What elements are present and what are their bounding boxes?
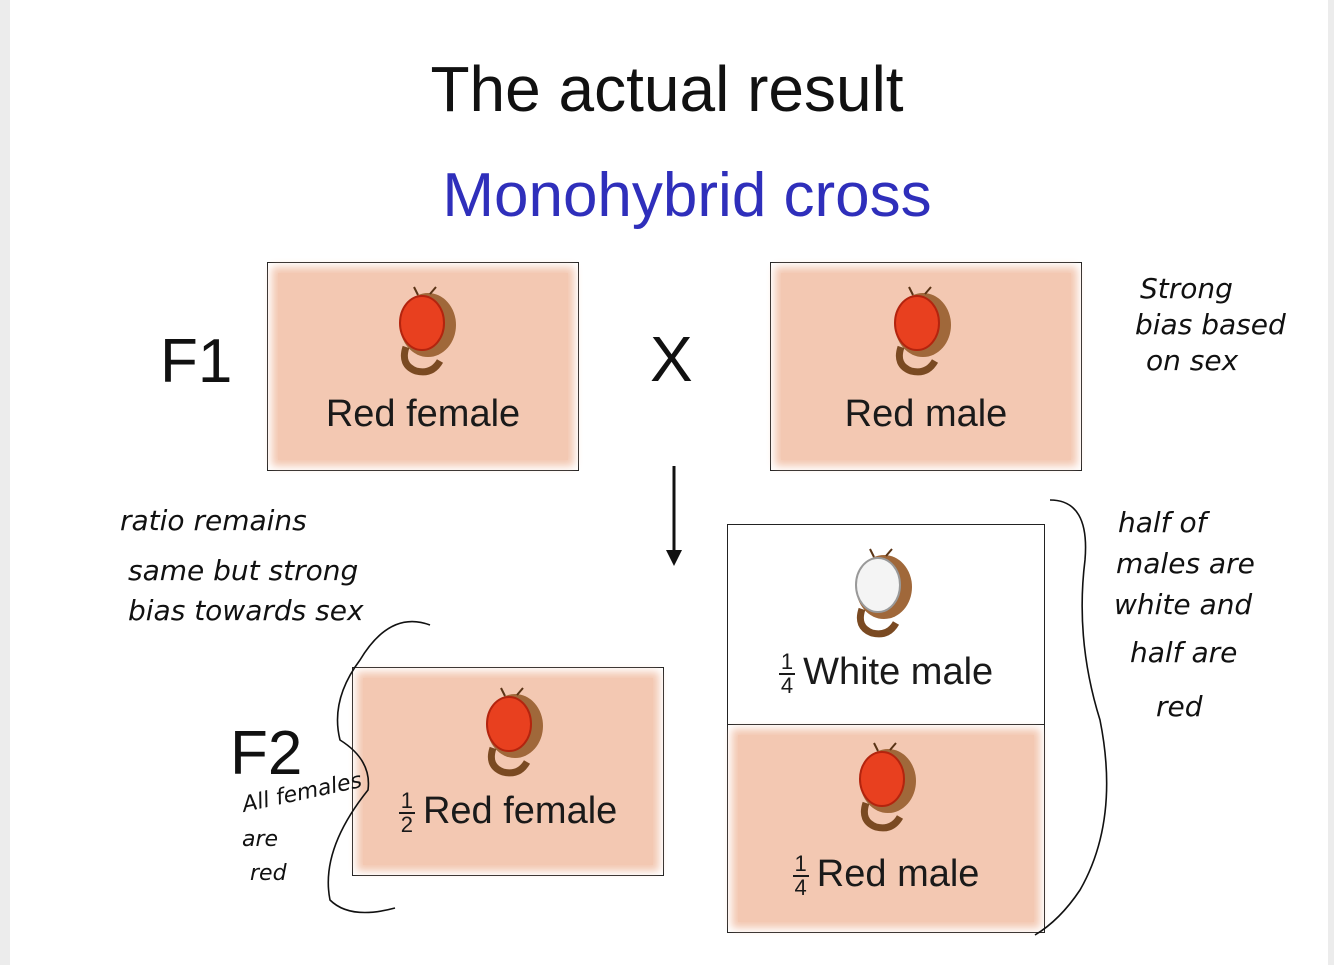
note-right-line: half are bbox=[1130, 636, 1237, 669]
note-f2-female-line: are bbox=[242, 827, 278, 852]
brace-stroke bbox=[327, 620, 431, 914]
note-top-right-line: on sex bbox=[1146, 344, 1239, 377]
note-left-line: ratio remains bbox=[120, 504, 307, 537]
note-right-line: half of bbox=[1118, 506, 1211, 539]
red-eyed-fly-icon bbox=[894, 286, 951, 376]
note-right-line: white and bbox=[1114, 588, 1252, 621]
red-eyed-fly-icon bbox=[486, 687, 543, 777]
note-top-right-line: Strong bbox=[1140, 272, 1233, 305]
slide bbox=[10, 0, 1328, 965]
f2-label: F2 bbox=[230, 719, 303, 788]
note-top-right-line: bias based bbox=[1135, 308, 1286, 341]
slide-title: The actual result bbox=[430, 53, 904, 125]
down-arrow-icon bbox=[666, 466, 682, 566]
white-eyed-fly-icon bbox=[855, 548, 912, 638]
f1-female-card: Red female bbox=[267, 262, 579, 471]
brace-stroke bbox=[1034, 499, 1108, 936]
f1-male-label: Red male bbox=[844, 393, 1008, 435]
note-right-line: males are bbox=[1116, 547, 1255, 580]
note-left-line: same but strong bbox=[128, 554, 358, 587]
cross-symbol: X bbox=[650, 323, 693, 395]
f1-label: F1 bbox=[160, 327, 233, 396]
note-left-line: bias towards sex bbox=[128, 594, 364, 627]
red-eyed-fly-icon bbox=[859, 742, 916, 832]
f1-female-label: Red female bbox=[325, 393, 521, 435]
f1-male-card: Red male bbox=[770, 262, 1082, 471]
red-eyed-fly-icon bbox=[399, 286, 456, 376]
note-f2-female-line: All females bbox=[238, 768, 364, 818]
note-f2-female-line: red bbox=[250, 861, 288, 886]
note-right-line: red bbox=[1156, 690, 1203, 723]
slide-subtitle: Monohybrid cross bbox=[442, 161, 932, 230]
